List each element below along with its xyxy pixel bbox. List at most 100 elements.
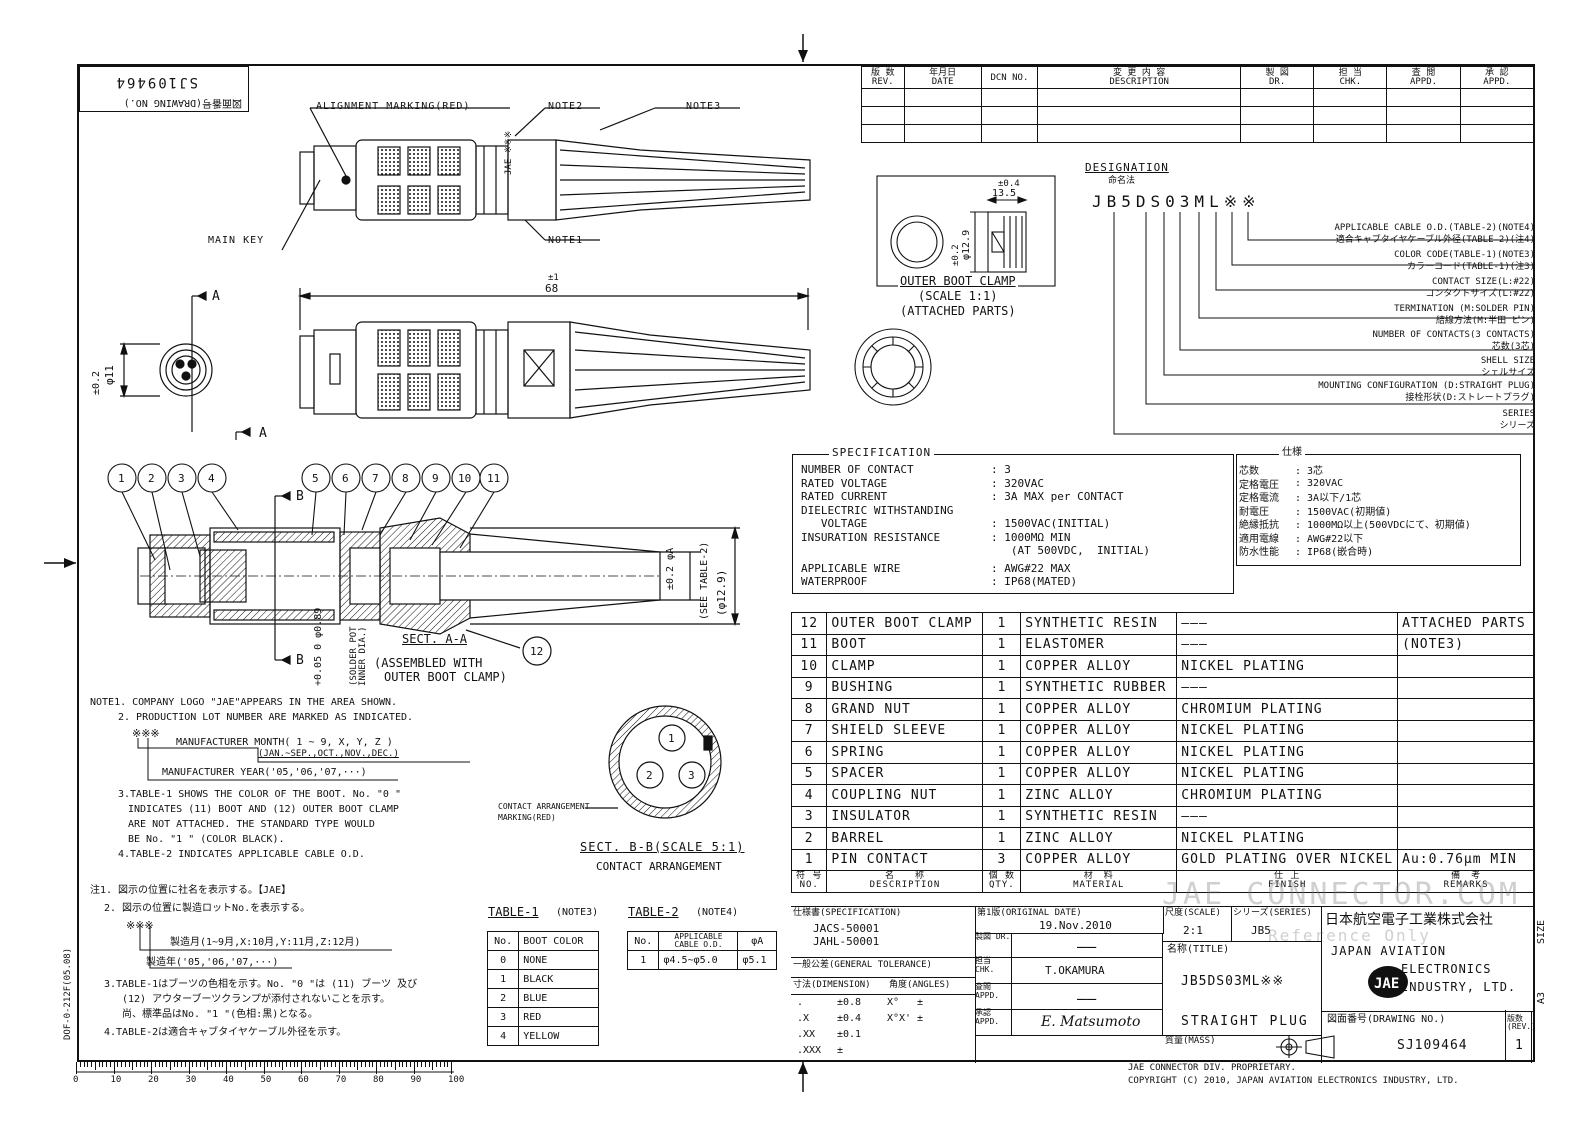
ruler-tick xyxy=(259,1062,261,1067)
contact-marking-label-2: MARKING(RED) xyxy=(498,813,556,822)
designation-item-shell-jp: シェルサイズ xyxy=(1481,368,1535,378)
ruler-tick xyxy=(177,1062,179,1067)
ruler-tick xyxy=(207,1062,209,1070)
ruler-tick xyxy=(136,1062,137,1067)
designation-leaders xyxy=(1113,212,1535,435)
table2-title: TABLE-2 xyxy=(628,905,679,919)
ruler-tick xyxy=(162,1062,164,1067)
ruler-tick xyxy=(196,1062,197,1067)
ruler-tick xyxy=(421,1062,422,1067)
ruler-label: 90 xyxy=(410,1075,422,1085)
table1-header-no: No. xyxy=(486,931,520,951)
designation-item-contact-size-jp: コンタクトサイズ(L:#22) xyxy=(1425,289,1535,299)
tb-appd1-label: 査閲 APPD. xyxy=(975,982,1000,1000)
section-a-bottom: A xyxy=(259,426,267,441)
ruler-tick xyxy=(248,1062,250,1067)
tb-appd1-value: —— xyxy=(1077,989,1097,1008)
designation-item-termination: TERMINATION (M:SOLDER PIN) xyxy=(1394,304,1535,314)
bom-fin: NICKEL PLATING xyxy=(1176,827,1399,850)
ruler-tick xyxy=(353,1062,355,1067)
bom-no: 12 xyxy=(790,612,828,635)
ruler-tick xyxy=(214,1062,216,1067)
tb-title-part: JB5DS03ML※※ xyxy=(1181,974,1285,989)
ruler-tick xyxy=(102,1062,104,1067)
spec-jp-value: : AWG#22以下 xyxy=(1295,533,1364,545)
designation-item-cable-od: APPLICABLE CABLE O.D.(TABLE-2)(NOTE4) xyxy=(1334,223,1535,233)
spec-key: INSURATION RESISTANCE xyxy=(801,530,941,544)
tb-scale: 2:1 xyxy=(1183,924,1203,937)
jae-logo-icon: JAE xyxy=(1368,966,1408,998)
designation-title: DESIGNATION xyxy=(1085,161,1169,174)
tb-spec-label: 仕様書(SPECIFICATION) xyxy=(793,908,902,918)
note-year: MANUFACTURER YEAR('05,'06,'07,···) xyxy=(162,767,367,778)
ruler-tick xyxy=(327,1062,329,1067)
tb-company-1: JAPAN AVIATION xyxy=(1331,944,1447,958)
designation-item-contacts-jp: 芯数(3芯) xyxy=(1491,342,1535,352)
note-3a: 3.TABLE-1 SHOWS THE COLOR OF THE BOOT. N… xyxy=(118,789,401,800)
bom-desc: SPRING xyxy=(826,741,984,764)
spec-jp-value: : IP68(嵌合時) xyxy=(1295,547,1374,559)
ruler-tick xyxy=(173,1062,175,1067)
ruler-tick xyxy=(316,1062,317,1067)
ruler-tick xyxy=(447,1062,449,1067)
jae-logo-text: JAE xyxy=(1374,976,1399,992)
tb-tol-val: ±0.4 xyxy=(837,1013,862,1024)
designation-item-mounting: MOUNTING CONFIGURATION (D:STRAIGHT PLUG) xyxy=(1318,381,1535,391)
dim-length-68: 68 xyxy=(545,282,559,295)
note-jp-2: 2. 図示の位置に製造ロットNo.を表示する。 xyxy=(104,903,311,914)
ruler-tick xyxy=(334,1062,336,1067)
tb-tol-dim: .XX xyxy=(797,1029,816,1040)
ruler-tick xyxy=(432,1062,434,1070)
spec-jp-key: 絶縁抵抗 xyxy=(1239,520,1279,532)
ruler-tick xyxy=(297,1062,299,1067)
bom-desc: PIN CONTACT xyxy=(826,848,984,871)
table1-title: TABLE-1 xyxy=(488,905,539,919)
ruler-tick xyxy=(304,1062,306,1067)
specification-title: SPECIFICATION xyxy=(829,447,935,458)
note-jp-3c: 尚、標準品はNo. "1 "(色相:黒)となる。 xyxy=(122,1009,318,1020)
outer-boot-clamp-attached: (ATTACHED PARTS) xyxy=(900,304,1016,318)
bom-mat: COPPER ALLOY xyxy=(1020,762,1178,785)
section-b-bottom: B xyxy=(296,653,304,668)
ruler-tick xyxy=(181,1062,182,1067)
ruler-label: 20 xyxy=(148,1075,159,1085)
ruler-tick xyxy=(271,1062,272,1067)
ruler-tick xyxy=(406,1062,407,1067)
tb-tol-ang-val: ± xyxy=(917,1013,924,1024)
projection-symbol-icon xyxy=(1276,1035,1335,1059)
bom-no: 4 xyxy=(790,784,828,807)
ruler-tick xyxy=(229,1062,231,1067)
bom-desc: OUTER BOOT CLAMP xyxy=(826,612,984,635)
spec-key: WATERPROOF xyxy=(801,575,868,589)
main-key-label: MAIN KEY xyxy=(208,235,265,246)
spec-value: : IP68(MATED) xyxy=(991,575,1078,589)
ruler-tick xyxy=(319,1062,321,1070)
ruler-tick xyxy=(87,1062,89,1067)
spec-key: DIELECTRIC WITHSTANDING xyxy=(801,503,954,517)
ruler-tick xyxy=(346,1062,347,1067)
designation-item-termination-jp: 結線方法(M:半田 ピン) xyxy=(1435,316,1535,326)
tb-dr-value: —— xyxy=(1077,937,1097,956)
ruler-tick xyxy=(244,1062,246,1070)
bom-fin: NICKEL PLATING xyxy=(1176,762,1399,785)
ruler-tick xyxy=(372,1062,374,1067)
specification-box-jp: 仕様 芯数: 3芯 定格電圧: 320VAC 定格電流: 3A以下/1芯 耐電圧… xyxy=(1236,448,1521,566)
tb-tol-ang: X°X' xyxy=(887,1013,912,1024)
ruler-tick xyxy=(113,1062,115,1074)
bom-fin: ——— xyxy=(1176,633,1399,656)
ruler-tick xyxy=(91,1062,92,1067)
ruler-tick xyxy=(252,1062,254,1067)
tb-original-date: 19.Nov.2010 xyxy=(1039,919,1112,932)
part-balloons xyxy=(107,463,509,571)
ruler-tick xyxy=(83,1062,85,1067)
ruler-label: 50 xyxy=(260,1075,272,1085)
ruler-tick xyxy=(154,1062,156,1067)
balloon-11: 11 xyxy=(487,472,501,485)
